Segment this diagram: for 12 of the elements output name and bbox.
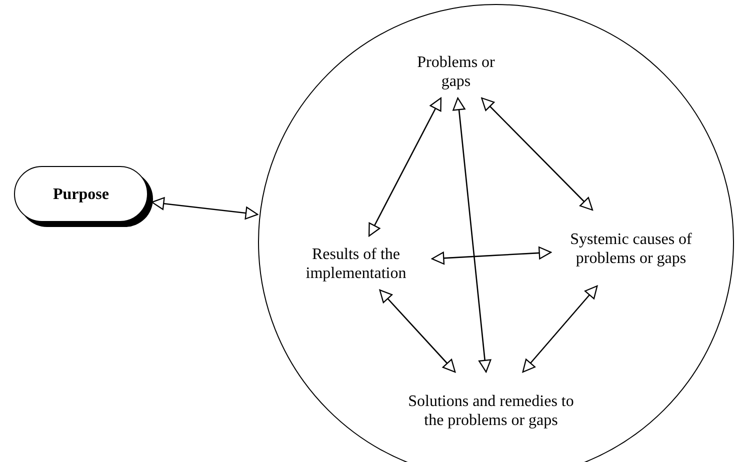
- cycle-circle: [258, 4, 734, 462]
- double-arrow: [151, 197, 258, 220]
- double-arrow: [481, 97, 594, 211]
- double-arrow: [522, 285, 598, 373]
- cycle-label: Results of the implementation: [283, 241, 429, 287]
- double-arrow: [379, 289, 456, 373]
- double-arrow: [452, 97, 492, 373]
- double-arrow: [368, 97, 442, 237]
- double-arrow: [431, 246, 552, 265]
- cycle-label: Solutions and remedies to the problems or gaps: [401, 377, 581, 445]
- cycle-label: Problems or gaps: [411, 49, 501, 95]
- cycle-label: Systemic causes of problems or gaps: [556, 215, 706, 283]
